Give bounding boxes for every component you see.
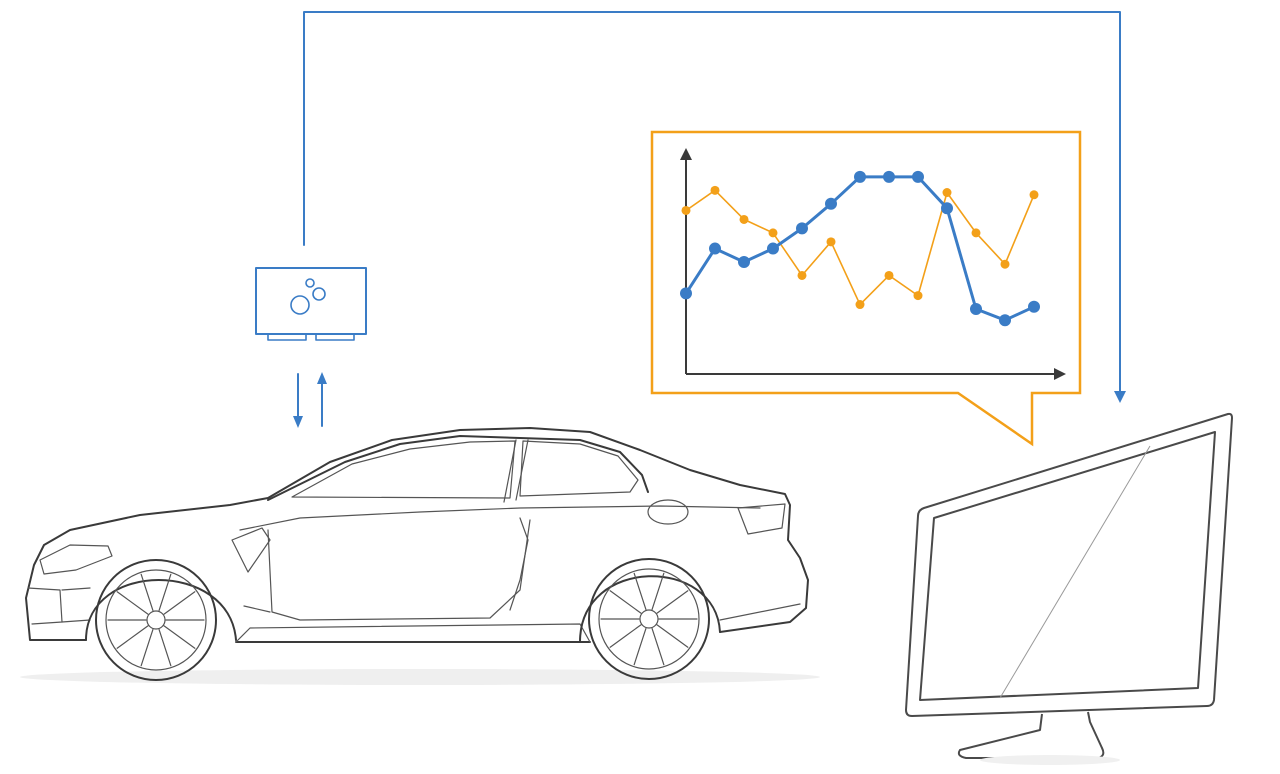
wheel-spoke [140,573,154,612]
series-2-point [971,228,981,238]
chart-series-layer [680,170,1040,327]
series-2-point [710,185,720,195]
series-2-point [884,270,894,280]
logger-to-monitor-connector [303,11,1126,403]
wheel-spoke [651,627,665,666]
series-2-point [1000,259,1010,269]
wheel-spoke [656,590,689,614]
wheel-spoke [163,591,196,615]
monitor-screen [919,431,1216,701]
monitor-bezel [905,412,1233,717]
wheel-spoke [633,572,647,611]
series-2-point [797,270,807,280]
series-1-point [767,242,779,255]
bidirectional-arrows-icon [293,372,327,428]
series-1-point [680,287,692,300]
series-1-point [709,242,721,255]
wheel-spoke [116,591,149,615]
series-2 [681,185,1039,310]
series-1-point [999,314,1011,327]
series-1-point [912,170,924,183]
x-axis [686,368,1066,380]
car-body-outline [25,427,809,643]
series-2-point [768,228,778,238]
series-2-point [855,300,865,310]
wheel-spoke [609,624,642,648]
wheel-spoke [656,624,689,648]
wheel-spoke [158,628,172,667]
series-1-point [941,202,953,215]
series-2-point [913,291,923,301]
car-shadow [20,669,820,685]
rear-wheel [588,558,710,680]
wheel-spoke [609,590,642,614]
series-2-point [826,237,836,247]
series-1-point [796,222,808,235]
series-1-point [825,197,837,210]
front-wheel [95,559,217,681]
monitor-stand [957,711,1105,759]
wheel-spoke [116,625,149,649]
series-1-point [883,170,895,183]
series-1-point [970,303,982,316]
monitor-icon [905,412,1233,765]
wheel-spoke [633,627,647,666]
series-2-point [681,205,691,215]
y-axis [680,148,692,374]
data-logger-icon [255,267,367,341]
series-1-point [854,170,866,183]
car-icon [20,427,820,685]
series-2-point [739,214,749,224]
line-chart [680,148,1066,380]
series-1-point [1028,300,1040,313]
wheel-spoke [163,625,196,649]
series-1-point [738,256,750,268]
wheel-spoke [140,628,154,667]
wheel-spoke [158,573,172,612]
chart-speech-bubble [650,130,1082,447]
series-2-point [1029,190,1039,200]
car-window-frame [267,435,649,501]
series-2-point [942,188,952,198]
series-1 [680,170,1040,327]
wheel-spoke [651,572,665,611]
